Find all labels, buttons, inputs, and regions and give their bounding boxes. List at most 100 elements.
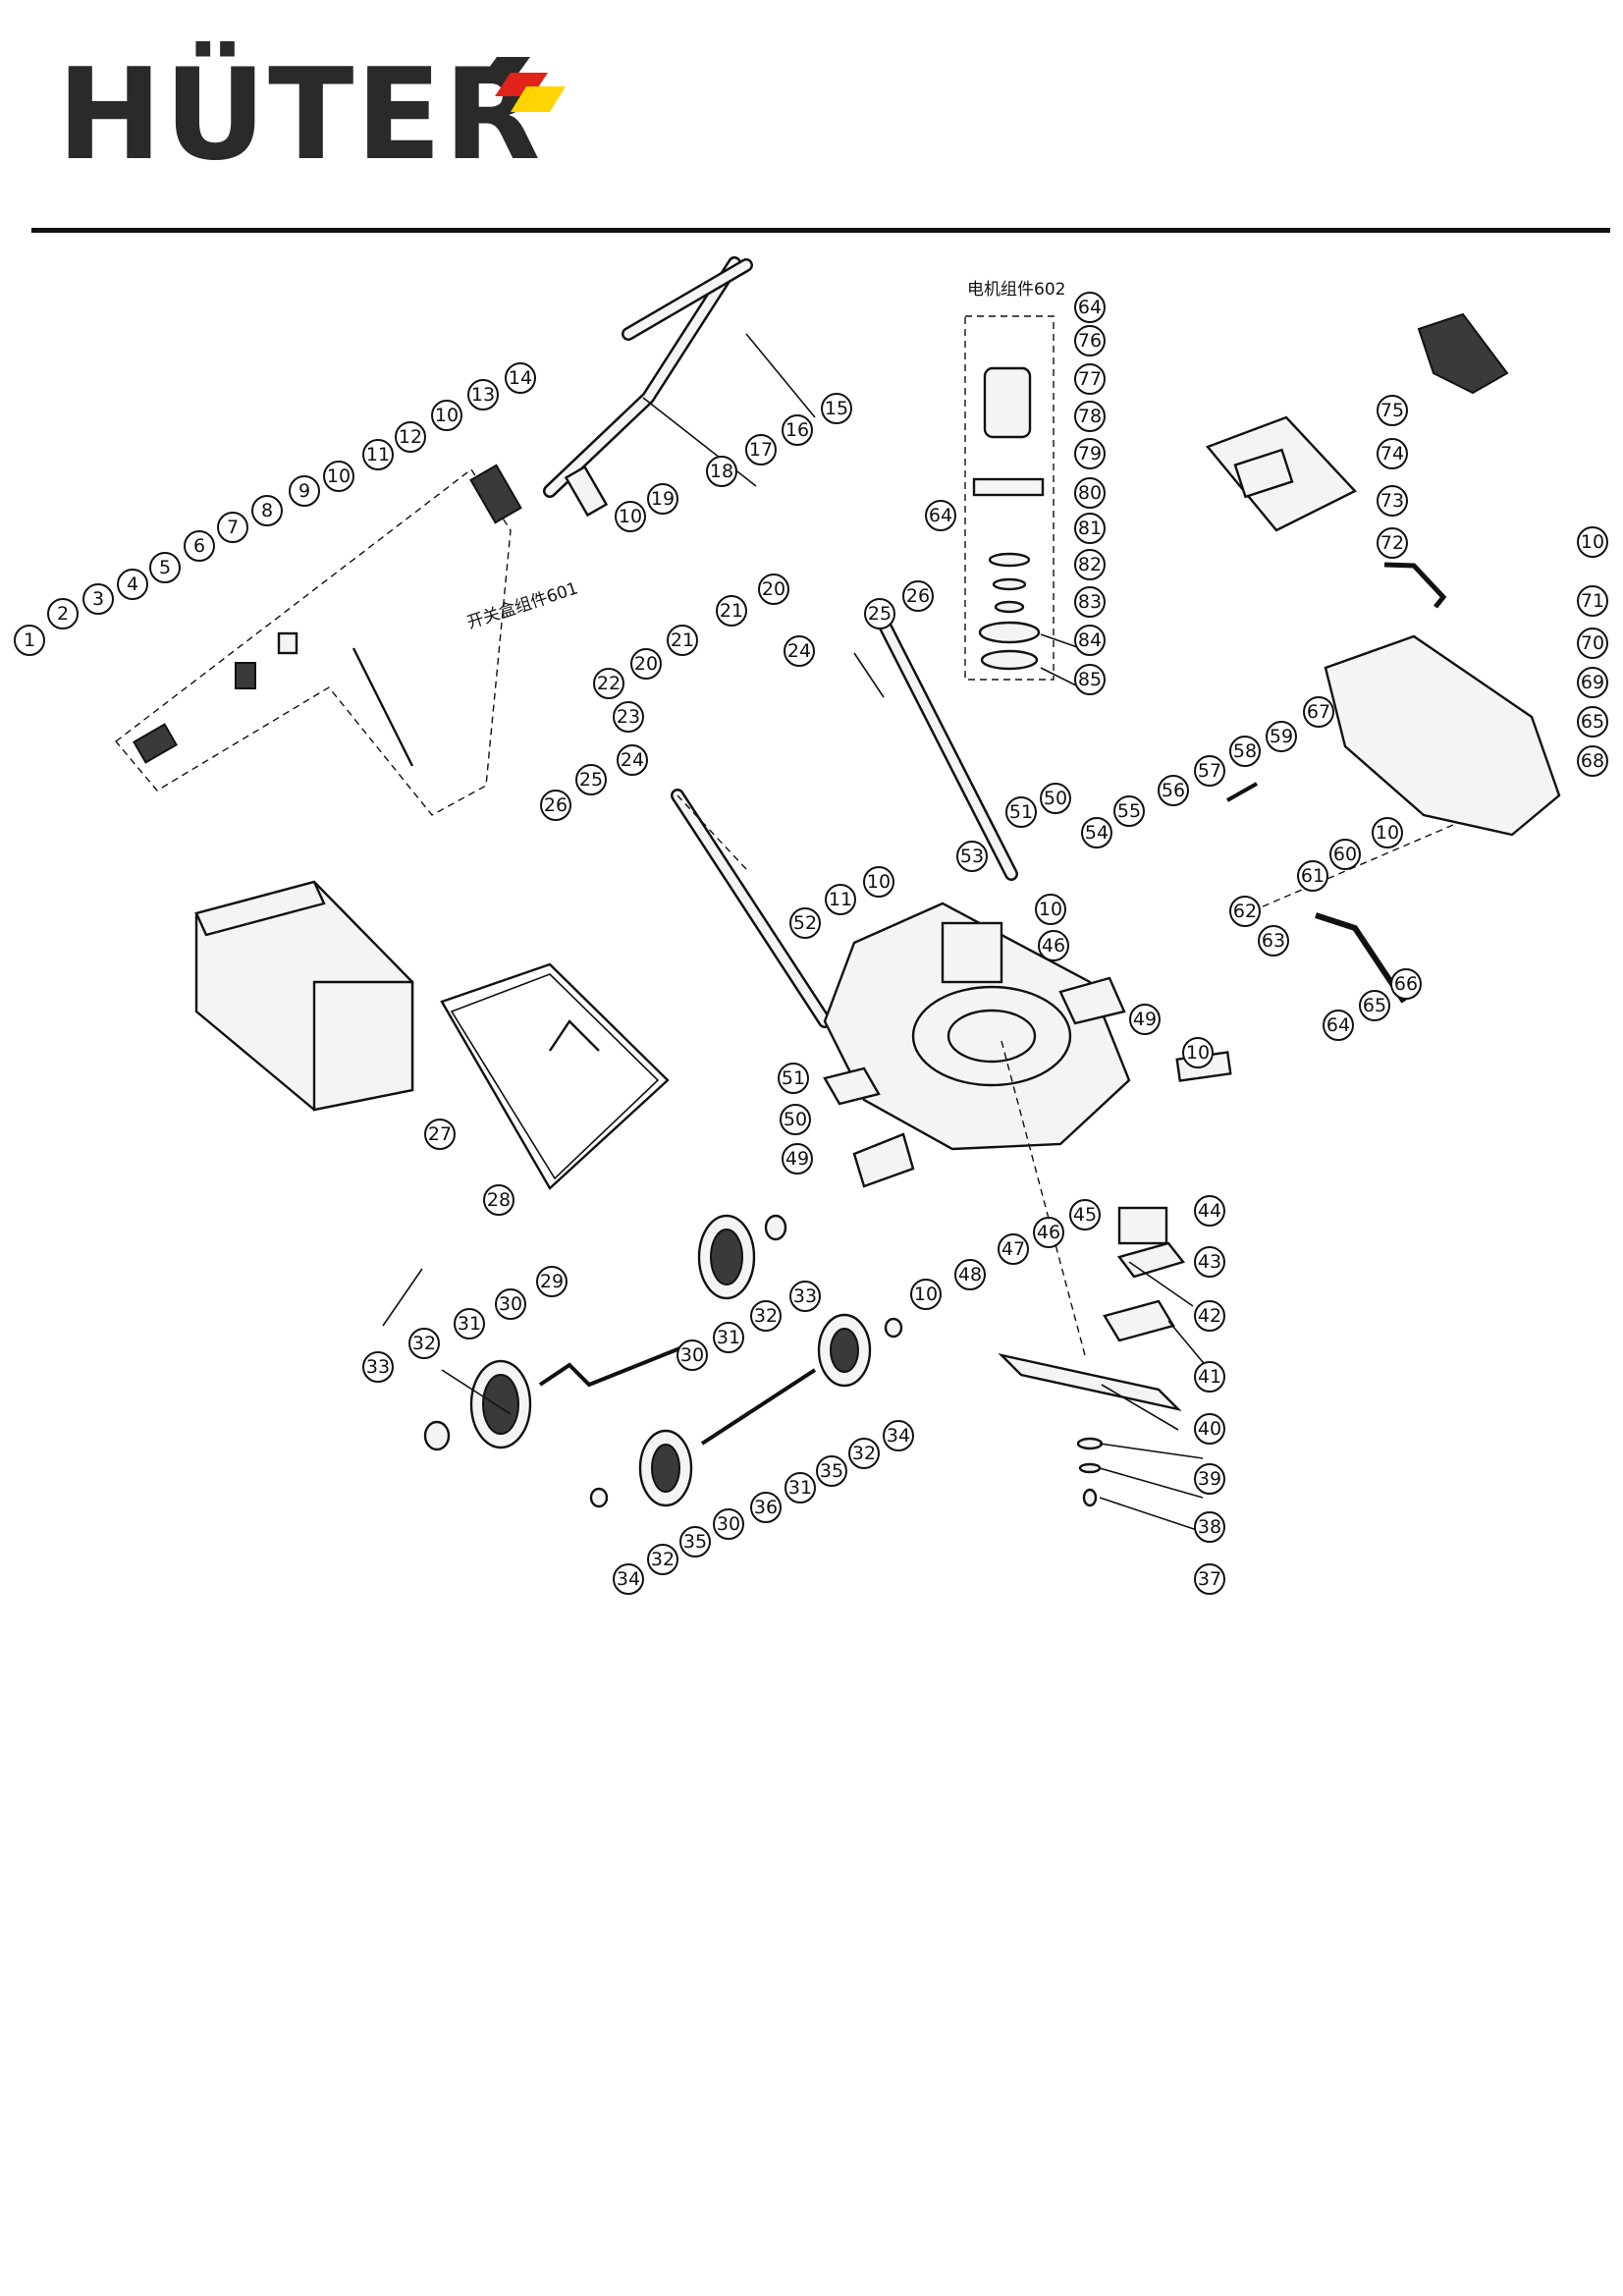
svg-text:56: 56 [1162,780,1185,801]
svg-text:25: 25 [868,603,892,625]
callout-79: 79 [1074,438,1106,469]
wheels [423,1214,903,1508]
callout-10-g: 10 [1182,1037,1214,1068]
svg-text:24: 24 [621,749,644,771]
callout-33-b: 33 [789,1281,821,1312]
callout-83: 83 [1074,586,1106,618]
callout-58: 58 [1229,736,1261,767]
callout-14: 14 [505,362,536,394]
svg-text:49: 49 [1133,1009,1157,1030]
svg-text:3: 3 [92,588,104,610]
switch-box-parts [133,631,414,767]
callout-64-b: 64 [1074,292,1106,323]
callout-67: 67 [1303,696,1334,728]
exploded-parts-diagram: 电机组件602 开关盒组件601 [14,256,1608,1595]
callout-32-d: 32 [647,1544,678,1575]
svg-text:71: 71 [1581,590,1604,612]
svg-text:18: 18 [710,461,733,482]
callout-32-c: 32 [848,1438,880,1469]
svg-text:10: 10 [1376,822,1399,844]
svg-text:28: 28 [487,1189,511,1211]
svg-text:10: 10 [867,871,891,893]
callout-64-c: 64 [925,500,956,531]
callout-82: 82 [1074,549,1106,580]
svg-text:78: 78 [1078,406,1102,427]
callout-8: 8 [251,495,283,526]
callout-23: 23 [613,701,644,733]
svg-text:12: 12 [399,426,422,448]
callout-10-i: 10 [1577,526,1608,558]
callout-10-d: 10 [910,1279,942,1310]
callout-81: 81 [1074,513,1106,544]
svg-text:10: 10 [619,506,642,527]
svg-text:14: 14 [509,367,532,389]
callout-31-a: 31 [454,1308,485,1339]
callout-55: 55 [1113,795,1145,827]
callout-10-h: 10 [1372,817,1403,848]
svg-text:53: 53 [960,846,984,867]
callout-26-a: 26 [540,790,571,821]
svg-text:57: 57 [1198,760,1221,782]
svg-text:60: 60 [1333,844,1357,865]
callout-35-a: 35 [816,1455,847,1487]
axles [538,1343,817,1446]
callout-25-a: 25 [575,764,607,795]
svg-text:13: 13 [471,384,495,406]
svg-text:64: 64 [1078,297,1102,318]
callout-21-b: 21 [667,625,698,656]
callout-46-a: 46 [1033,1217,1064,1248]
callout-12: 12 [395,421,426,453]
svg-text:65: 65 [1581,711,1604,733]
svg-text:27: 27 [428,1123,452,1145]
callout-77: 77 [1074,363,1106,395]
svg-text:70: 70 [1581,632,1604,654]
callout-9: 9 [289,475,320,507]
svg-text:11: 11 [829,889,852,910]
svg-text:84: 84 [1078,629,1102,651]
svg-text:39: 39 [1198,1468,1221,1490]
mower-deck [823,902,1131,1151]
callout-51-b: 51 [1005,796,1037,828]
svg-text:22: 22 [597,673,621,694]
callout-28: 28 [483,1184,514,1216]
svg-text:17: 17 [749,439,773,461]
svg-text:31: 31 [717,1327,740,1348]
callout-84: 84 [1074,625,1106,656]
svg-text:24: 24 [787,640,811,662]
callout-11-b: 11 [825,884,856,915]
callout-61: 61 [1297,860,1328,892]
callout-33-a: 33 [362,1351,394,1383]
svg-text:73: 73 [1380,490,1404,512]
svg-text:46: 46 [1037,1222,1060,1243]
svg-text:67: 67 [1307,701,1330,723]
svg-text:10: 10 [1186,1042,1210,1064]
svg-text:76: 76 [1078,330,1102,352]
callout-13: 13 [467,379,499,410]
callout-2: 2 [47,598,79,629]
svg-text:50: 50 [784,1109,807,1130]
logo-flag-icon [481,57,566,112]
svg-text:47: 47 [1001,1238,1025,1260]
svg-text:34: 34 [887,1425,910,1447]
callout-31-c: 31 [784,1472,816,1503]
svg-text:32: 32 [651,1549,675,1570]
svg-text:10: 10 [1039,899,1062,920]
svg-text:36: 36 [754,1497,778,1518]
callout-40: 40 [1194,1413,1225,1445]
svg-text:55: 55 [1117,800,1141,822]
callout-26-b: 26 [902,580,934,612]
svg-text:33: 33 [793,1285,817,1307]
callout-15: 15 [821,393,852,424]
callout-50-b: 50 [1040,783,1071,814]
svg-text:65: 65 [1363,995,1386,1016]
callout-20-b: 20 [630,648,662,680]
callout-6: 6 [184,530,215,562]
callout-62: 62 [1229,896,1261,927]
callout-24-a: 24 [617,744,648,776]
svg-text:19: 19 [651,488,675,510]
grass-catcher-bag [194,880,414,1112]
motor-assembly-box [964,315,1055,681]
motor-parts [972,366,1045,671]
callout-7: 7 [217,512,248,543]
svg-text:72: 72 [1380,532,1404,554]
